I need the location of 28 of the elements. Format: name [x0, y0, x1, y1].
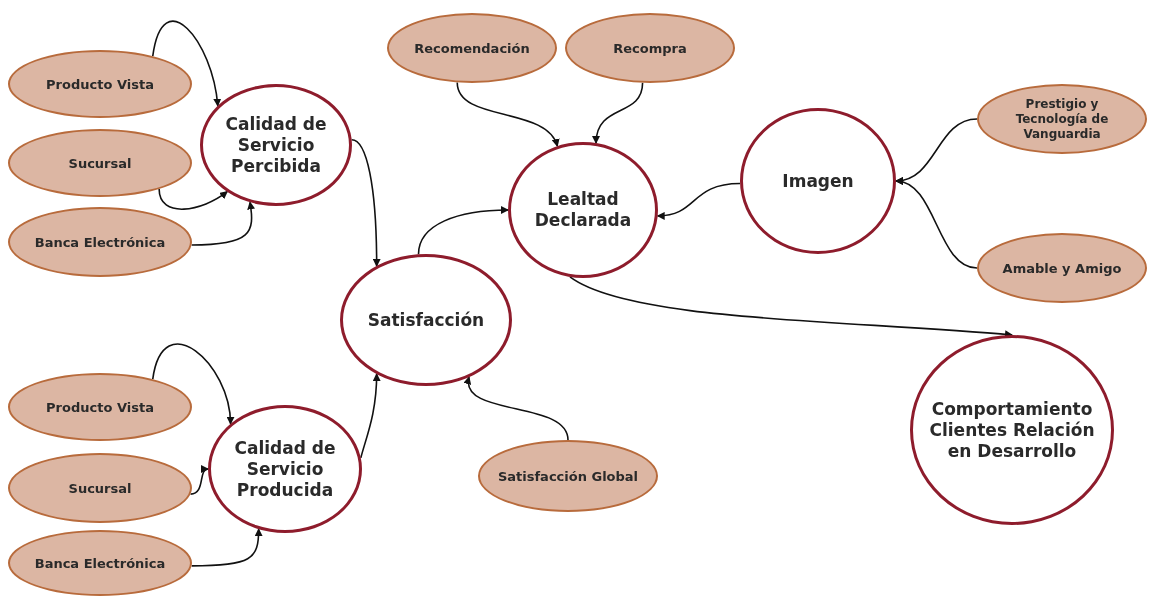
arrow — [158, 188, 228, 210]
arrow — [360, 373, 381, 459]
node-label: Satisfacción — [367, 309, 485, 331]
node-label: Amable y Amigo — [1002, 259, 1122, 277]
node-label: Imagen — [782, 170, 854, 192]
node-label: Producto Vista — [46, 398, 154, 416]
arrow — [190, 528, 263, 567]
arrow — [464, 376, 569, 441]
node-label: Calidad de Servicio Producida — [233, 437, 337, 501]
arrow — [592, 82, 644, 145]
node-label: Recomendación — [414, 39, 530, 57]
arrow — [417, 206, 509, 256]
node-label: Sucursal — [68, 154, 132, 172]
node-label: Satisfacción Global — [497, 467, 639, 485]
node-label: Producto Vista — [46, 75, 154, 93]
arrow — [151, 20, 221, 107]
node-label: Calidad de Servicio Percibida — [224, 113, 328, 177]
arrow — [350, 138, 381, 267]
arrow — [456, 81, 559, 147]
node-label: Banca Electrónica — [34, 554, 166, 572]
node-label: Banca Electrónica — [34, 233, 166, 251]
node-label: Comportamiento Clientes Relación en Desarrollo — [928, 398, 1096, 462]
node-label: Sucursal — [68, 479, 132, 497]
node-label: Recompra — [613, 39, 687, 57]
arrow — [895, 178, 978, 269]
arrow — [656, 182, 741, 220]
node-label: Lealtad Declarada — [533, 189, 633, 231]
node-label: Prestigio y Tecnología de Vanguardia — [1014, 96, 1110, 142]
